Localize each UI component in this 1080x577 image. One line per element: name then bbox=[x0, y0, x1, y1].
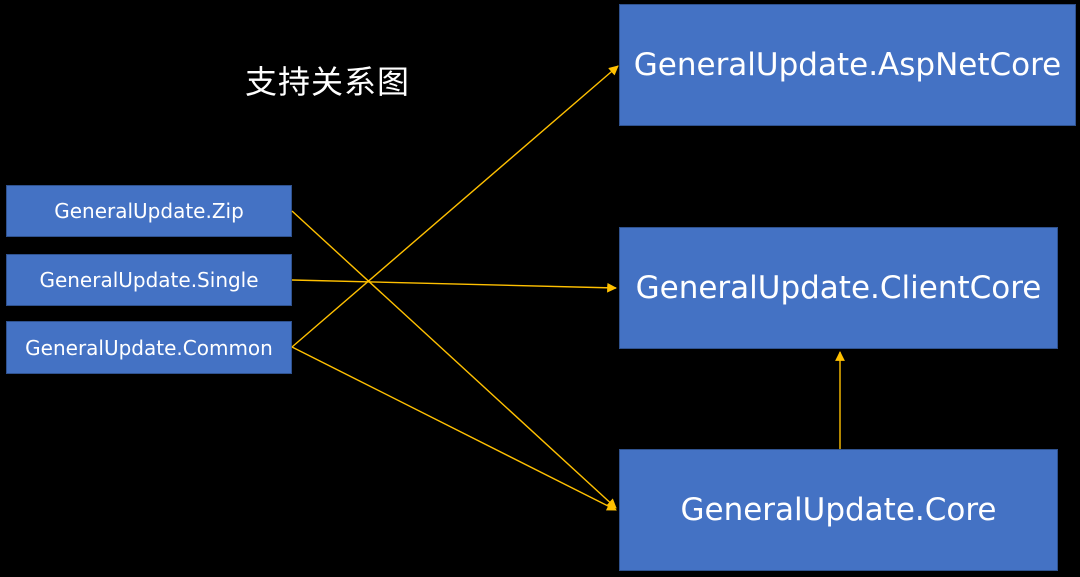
edge-common-to-core bbox=[291, 346, 617, 511]
edge-zip-to-core bbox=[291, 210, 617, 509]
diagram-title: 支持关系图 bbox=[245, 63, 411, 101]
node-generalupdate-single: GeneralUpdate.Single bbox=[6, 254, 292, 306]
node-generalupdate-clientcore: GeneralUpdate.ClientCore bbox=[619, 227, 1058, 349]
edge-common-to-aspnetcore bbox=[291, 65, 619, 348]
node-generalupdate-core: GeneralUpdate.Core bbox=[619, 449, 1058, 571]
node-generalupdate-zip: GeneralUpdate.Zip bbox=[6, 185, 292, 237]
edge-single-to-clientcore bbox=[291, 279, 617, 293]
node-generalupdate-common: GeneralUpdate.Common bbox=[6, 321, 292, 374]
node-generalupdate-aspnetcore: GeneralUpdate.AspNetCore bbox=[619, 4, 1076, 126]
